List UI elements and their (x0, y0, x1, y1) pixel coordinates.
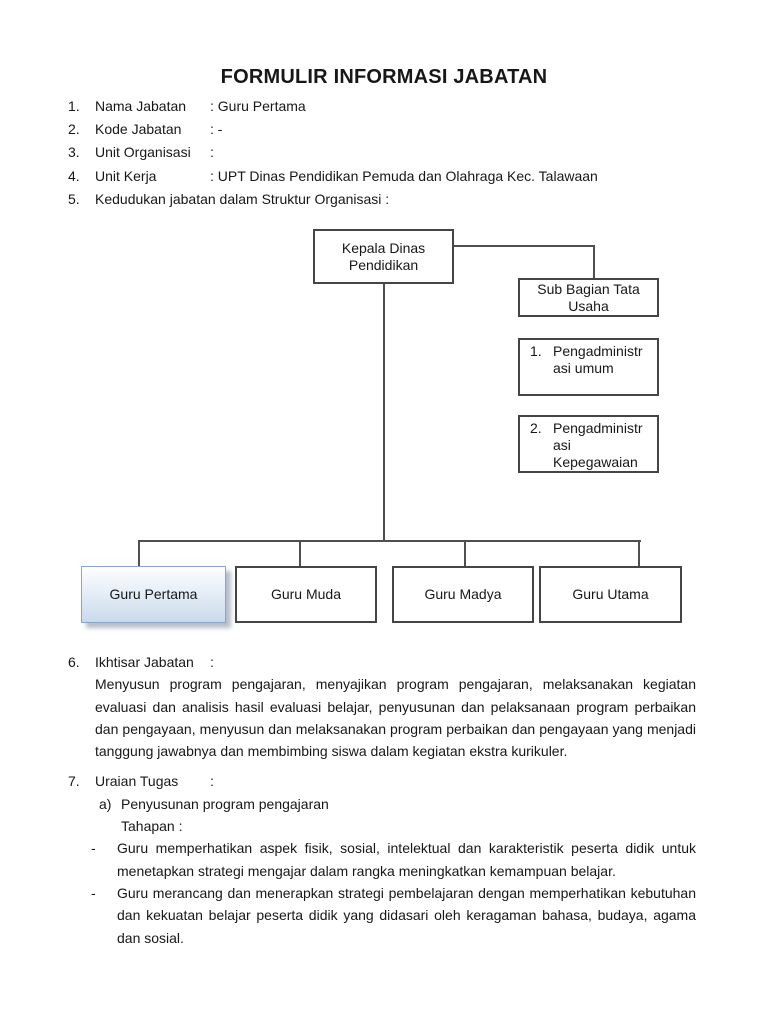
field-number: 3. (68, 144, 80, 161)
org-box-sub-bagian-tata-usaha: Sub Bagian Tata Usaha (518, 278, 659, 317)
connector-rail-horizontal (138, 540, 641, 542)
field-label: Kode Jabatan (95, 121, 182, 138)
field-label: Nama Jabatan (95, 98, 187, 114)
section-uraian-tugas-header: 7. Uraian Tugas : (68, 770, 696, 792)
task-item-a: a) Penyusunan program pengajaran (99, 793, 696, 815)
connector-root-to-staff-vertical (593, 245, 595, 280)
field-label: Kedudukan jabatan dalam Struktur Organis… (95, 190, 390, 207)
section-number: 7. (68, 773, 80, 790)
org-box-guru-utama: Guru Utama (539, 566, 682, 623)
task-item-title: Penyusunan program pengajaran (121, 795, 329, 812)
bullet-marker: - (91, 840, 96, 857)
connector-trunk-vertical (383, 283, 385, 542)
field-number: 2. (68, 121, 80, 138)
form-fields-list: 1. Nama Jabatan : Guru Pertama 2. Kode J… (68, 95, 696, 211)
admin-number: 2. (530, 420, 542, 436)
connector-root-to-staff-horizontal (453, 245, 595, 247)
org-box-guru-pertama: Guru Pertama (81, 566, 226, 623)
bullet-text: Guru memperhatikan aspek fisik, sosial, … (117, 840, 696, 879)
connector-drop-guru-utama (638, 540, 640, 567)
org-box-kepala-dinas: Kepala Dinas Pendidikan (313, 229, 454, 284)
field-number: 4. (68, 167, 80, 184)
task-bullet: - Guru memperhatikan aspek fisik, sosial… (91, 837, 696, 882)
org-box-pengadministrasi-umum: 1. Pengadministrasi umum (518, 338, 659, 396)
field-row-kode-jabatan: 2. Kode Jabatan : - (68, 118, 696, 141)
field-number: 5. (68, 190, 80, 207)
field-label: Unit Kerja (95, 167, 157, 184)
connector-drop-guru-muda (299, 540, 301, 567)
document-body-sections: 6. Ikhtisar Jabatan : Menyusun program p… (68, 651, 696, 949)
field-value: : UPT Dinas Pendidikan Pemuda dan Olahra… (210, 167, 598, 184)
section-number: 6. (68, 654, 80, 670)
field-value: : (210, 144, 214, 161)
stage-label: Tahapan : (121, 818, 183, 835)
section-colon: : (210, 654, 214, 670)
org-box-guru-muda: Guru Muda (235, 566, 377, 623)
field-row-unit-kerja: 4. Unit Kerja : UPT Dinas Pendidikan Pem… (68, 165, 696, 188)
field-row-nama-jabatan: 1. Nama Jabatan : Guru Pertama (68, 95, 696, 118)
admin-label: Pengadministrasi umum (553, 343, 643, 376)
org-box-guru-madya: Guru Madya (392, 566, 534, 623)
bullet-marker: - (91, 884, 96, 901)
section-colon: : (210, 773, 214, 790)
task-item-letter: a) (99, 795, 112, 812)
bullet-text: Guru merancang dan menerapkan strategi p… (117, 884, 696, 946)
org-box-pengadministrasi-kepegawaian: 2. Pengadministrasi Kepegawaian (518, 415, 659, 473)
connector-drop-guru-madya (464, 540, 466, 567)
ikhtisar-paragraph: Menyusun program pengajaran, menyajikan … (95, 676, 696, 760)
section-label: Ikhtisar Jabatan (95, 654, 194, 670)
section-label: Uraian Tugas (95, 773, 179, 790)
field-row-unit-organisasi: 3. Unit Organisasi : (68, 141, 696, 164)
field-label: Unit Organisasi (95, 144, 191, 161)
connector-drop-guru-pertama (138, 540, 140, 567)
task-bullet: - Guru merancang dan menerapkan strategi… (91, 882, 696, 949)
page-title: FORMULIR INFORMASI JABATAN (220, 66, 548, 88)
admin-number: 1. (530, 343, 542, 359)
admin-label: Pengadministrasi Kepegawaian (553, 420, 643, 470)
field-row-kedudukan-jabatan: 5. Kedudukan jabatan dalam Struktur Orga… (68, 188, 696, 211)
field-value: : - (210, 121, 223, 138)
field-value: : Guru Pertama (210, 98, 306, 114)
section-ikhtisar-jabatan-header: 6. Ikhtisar Jabatan : (68, 651, 696, 673)
field-number: 1. (68, 98, 80, 114)
